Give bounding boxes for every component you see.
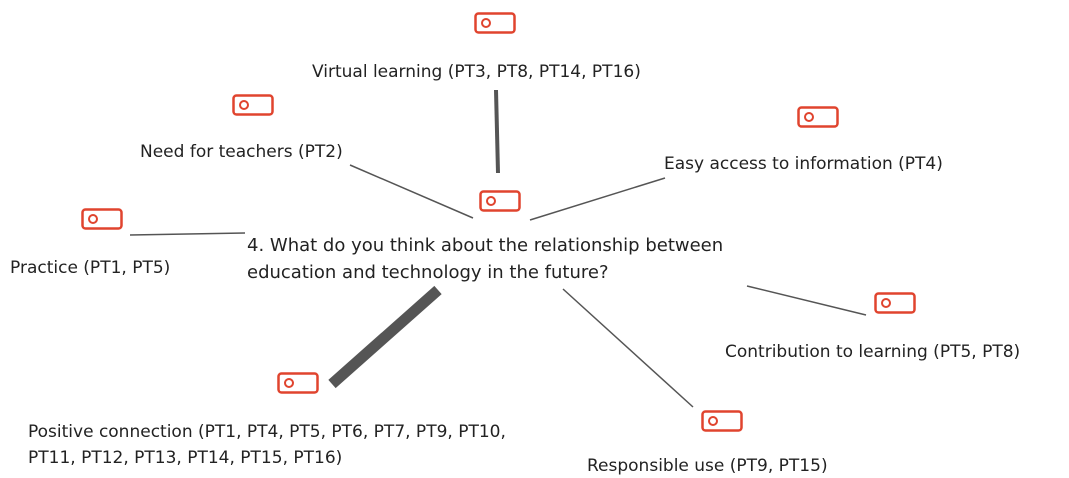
link-need-for-teachers <box>349 164 474 219</box>
link-virtual-learning <box>494 89 500 174</box>
code-label-positive-connection-line2: PT11, PT12, PT13, PT14, PT15, PT16) <box>28 448 343 468</box>
link-practice <box>129 232 246 236</box>
code-label-positive-connection-line1: Positive connection (PT1, PT4, PT5, PT6,… <box>28 422 506 442</box>
code-label-responsible-use: Responsible use (PT9, PT15) <box>587 456 828 476</box>
code-tag-icon <box>81 208 123 230</box>
code-tag-icon <box>474 12 516 34</box>
code-tag-icon <box>232 94 274 116</box>
central-question: 4. What do you think about the relations… <box>247 235 724 283</box>
code-tag-icon <box>479 190 521 212</box>
code-label-contribution: Contribution to learning (PT5, PT8) <box>725 342 1021 362</box>
link-responsible-use <box>562 288 694 408</box>
code-tag-icon <box>277 372 319 394</box>
code-label-practice: Practice (PT1, PT5) <box>10 258 171 278</box>
code-label-virtual-learning: Virtual learning (PT3, PT8, PT14, PT16) <box>312 62 641 82</box>
link-contribution <box>746 285 867 316</box>
link-easy-access <box>529 177 666 221</box>
link-positive-connection <box>328 285 442 389</box>
code-tag-icon <box>874 292 916 314</box>
code-label-easy-access: Easy access to information (PT4) <box>664 154 943 174</box>
code-tag-icon <box>797 106 839 128</box>
code-tag-icon <box>701 410 743 432</box>
code-label-need-for-teachers: Need for teachers (PT2) <box>140 142 343 162</box>
